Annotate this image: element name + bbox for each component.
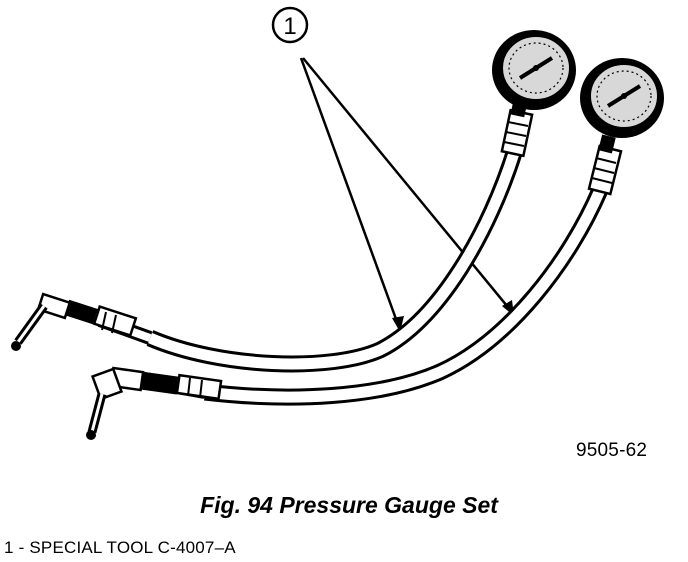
gauge-left-connector xyxy=(11,292,153,351)
gauge-right-fitting xyxy=(587,134,623,196)
leader-lines xyxy=(299,57,513,331)
hose-left xyxy=(146,147,524,373)
pressure-gauge-set-illustration: 1 xyxy=(11,6,664,440)
gauge-left-fitting xyxy=(500,98,534,158)
gauge-right xyxy=(86,58,664,440)
legend: 1 - SPECIAL TOOL C-4007–A xyxy=(4,538,236,558)
callout-number: 1 xyxy=(283,13,296,40)
legend-item: 1 - SPECIAL TOOL C-4007–A xyxy=(4,538,236,557)
figure-id: 9505-62 xyxy=(576,440,648,461)
callout-1: 1 xyxy=(271,6,309,44)
gauge-right-connector xyxy=(86,366,223,440)
gauge-left xyxy=(11,30,576,373)
figure-caption: Fig. 94 Pressure Gauge Set xyxy=(200,492,498,518)
